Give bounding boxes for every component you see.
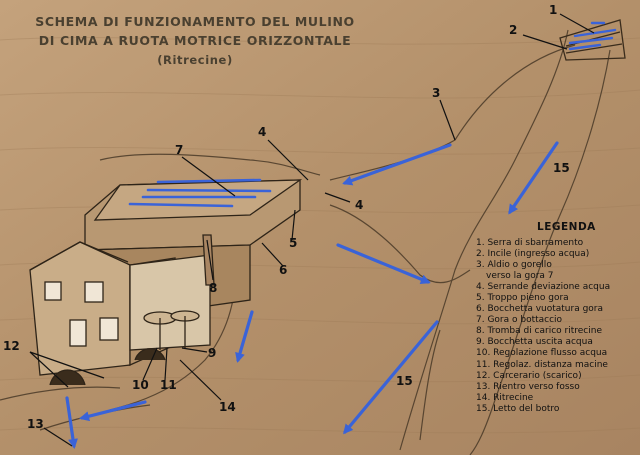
arrow-botro-lower [343, 320, 439, 435]
mill-building [29, 179, 303, 386]
dam-sketch [559, 19, 626, 61]
callout-13: 13 [27, 417, 44, 431]
arrow-dam-1 [573, 28, 617, 38]
title-line-1: SCHEMA DI FUNZIONAMENTO DEL MULINO [35, 14, 355, 29]
legend-item: 12. Carcerario (scarico) [476, 370, 582, 381]
legend-item: 2. Incile (ingresso acqua) [476, 249, 590, 260]
callout-4-upper: 4 [258, 125, 267, 139]
legend-item: 4. Serrande deviazione acqua [476, 282, 611, 293]
legend-item: 3. Aldio o gorello [476, 260, 552, 271]
callout-7: 7 [175, 143, 184, 157]
callout-6: 6 [279, 263, 288, 277]
callout-14: 14 [219, 400, 236, 414]
legend-item: 11. Regolaz. distanza macine [476, 359, 608, 370]
legend-item: 6. Bocchetta vuotatura gora [476, 304, 604, 315]
callout-3: 3 [432, 86, 441, 100]
legend-item: 8. Tromba di carico ritrecine [476, 326, 602, 337]
callout-leaders [29, 13, 595, 447]
callout-1: 1 [549, 3, 558, 17]
callout-15-lower: 15 [396, 374, 413, 388]
legend-item: 13. Rientro verso fosso [476, 381, 580, 392]
legend-item: verso la gora 7 [486, 271, 554, 282]
arrow-dam-2 [568, 36, 614, 45]
callout-4-lower: 4 [355, 198, 364, 212]
callout-12: 12 [3, 339, 20, 353]
callout-11: 11 [160, 378, 177, 392]
legend-item: 14. Ritrecine [476, 392, 534, 403]
callout-9: 9 [208, 346, 217, 360]
legend-item: 15. Letto del botro [476, 403, 560, 414]
arrow-dam-3 [568, 43, 602, 51]
callout-8: 8 [209, 281, 218, 295]
callout-2: 2 [509, 23, 518, 37]
arrow-bocchetta [235, 310, 254, 363]
legend-item: 1. Serra di sbarramento [476, 238, 584, 248]
arrow-botro-upper [508, 141, 559, 215]
title-line-2: DI CIMA A RUOTA MOTRICE ORIZZONTALE [38, 33, 352, 48]
callout-10: 10 [132, 378, 149, 392]
water-flow-arrows [65, 21, 617, 449]
legend-item: 5. Troppo pieno gora [476, 293, 569, 304]
arrow-rientro [65, 396, 78, 449]
arrow-gora-4 [128, 202, 234, 208]
legend-heading: LEGENDA [537, 221, 596, 233]
arrow-gora-2 [146, 188, 272, 193]
legend-item: 9. Bocchetta uscita acqua [476, 337, 593, 348]
legend-item: 7. Gora o bottaccio [476, 315, 563, 326]
arrow-gora-1 [156, 178, 262, 184]
wood-grain [0, 37, 640, 434]
title-line-3: (Ritrecine) [157, 53, 233, 67]
arrow-scarico [79, 400, 147, 422]
arrow-overflow [336, 243, 431, 284]
callout-5: 5 [289, 236, 298, 250]
legend-item: 10. Regolazione flusso acqua [476, 348, 608, 359]
callout-15-upper: 15 [553, 161, 570, 175]
arrow-gorello [342, 143, 452, 186]
